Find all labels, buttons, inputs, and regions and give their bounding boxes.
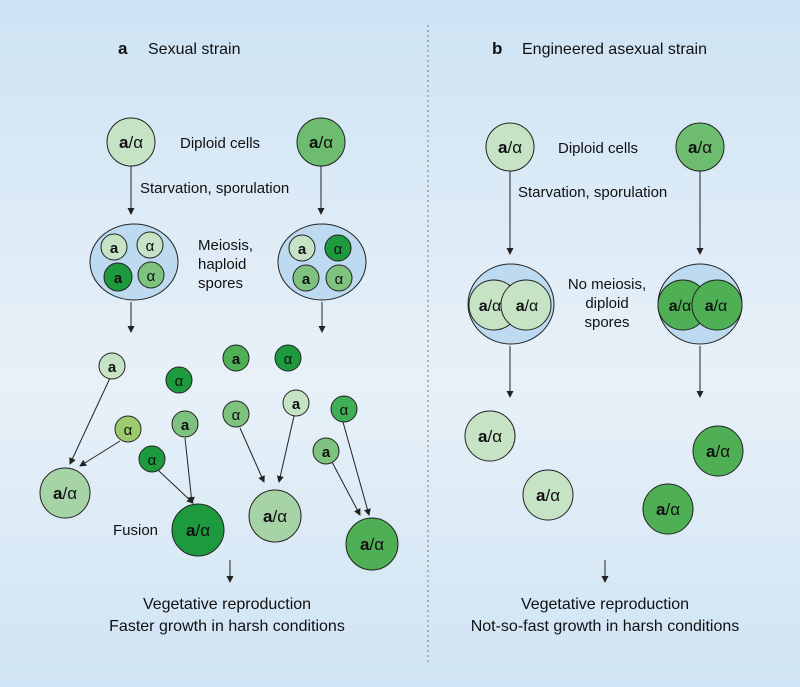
panel-a: a Sexual strain a/α a/α Diploid cells St… <box>39 39 399 635</box>
svg-text:a/α: a/α <box>498 138 522 157</box>
svg-text:a: a <box>322 444 331 461</box>
svg-text:a/α: a/α <box>516 298 539 315</box>
starvation-label-b: Starvation, sporulation <box>518 184 667 201</box>
svg-text:a: a <box>302 271 311 288</box>
svg-text:α: α <box>232 407 241 424</box>
svg-text:a/α: a/α <box>479 298 502 315</box>
diploid-spores-b: a/α a/α a/α a/α <box>464 410 744 535</box>
svg-text:a: a <box>232 351 241 368</box>
svg-text:α: α <box>335 271 344 288</box>
starvation-label-a: Starvation, sporulation <box>140 180 289 197</box>
svg-text:a: a <box>298 241 307 258</box>
svg-text:a: a <box>292 396 301 413</box>
svg-text:a/α: a/α <box>669 298 692 315</box>
svg-text:a/α: a/α <box>186 521 210 540</box>
panel-b-letter: b <box>492 39 502 58</box>
svg-text:a/α: a/α <box>263 507 287 526</box>
panel-a-letter: a <box>118 39 128 58</box>
svg-text:a/α: a/α <box>53 484 77 503</box>
svg-text:α: α <box>148 452 157 469</box>
svg-text:α: α <box>124 422 133 439</box>
svg-text:a: a <box>110 240 119 257</box>
haploid-spores: a α α a α a α α a α a <box>98 344 358 473</box>
svg-text:α: α <box>284 351 293 368</box>
panel-b-title: Engineered asexual strain <box>522 41 707 58</box>
svg-text:α: α <box>334 241 343 258</box>
svg-text:a/α: a/α <box>705 298 728 315</box>
fusion-label: Fusion <box>113 522 158 539</box>
result-b-line-2: Not-so-fast growth in harsh conditions <box>471 618 740 635</box>
ascus-left-a: a α a α <box>89 223 179 301</box>
fusion-arrows <box>69 377 371 516</box>
svg-text:α: α <box>340 402 349 419</box>
diploid-cell-pale-a: a/α <box>106 117 156 167</box>
diploid-cell-pale-b: a/α <box>485 122 535 172</box>
svg-text:α: α <box>147 268 156 285</box>
svg-text:α: α <box>175 373 184 390</box>
fused-diploid-cells-a: a/α a/α a/α a/α <box>39 467 399 571</box>
svg-text:a: a <box>181 417 190 434</box>
svg-text:α: α <box>146 238 155 255</box>
svg-text:a/α: a/α <box>309 133 333 152</box>
meiosis-label-line-3: spores <box>198 275 243 292</box>
panel-a-title: Sexual strain <box>148 41 241 58</box>
panel-b: b Engineered asexual strain a/α a/α Dipl… <box>464 39 744 635</box>
no-meiosis-line-2: diploid <box>585 295 628 312</box>
meiosis-label-line-2: haploid <box>198 256 246 273</box>
result-a-line-1: Vegetative reproduction <box>143 596 311 613</box>
meiosis-label-line-1: Meiosis, <box>198 237 253 254</box>
svg-text:a/α: a/α <box>478 427 502 446</box>
ascus-left-b: a/α a/α <box>467 263 555 345</box>
ascus-right-b: a/α a/α <box>657 263 743 345</box>
svg-text:a/α: a/α <box>656 500 680 519</box>
svg-text:a: a <box>114 270 123 287</box>
ascus-right-a: a α a α <box>277 223 367 301</box>
svg-text:a/α: a/α <box>706 442 730 461</box>
svg-text:a/α: a/α <box>536 486 560 505</box>
no-meiosis-line-3: spores <box>584 314 629 331</box>
result-b-line-1: Vegetative reproduction <box>521 596 689 613</box>
svg-text:a/α: a/α <box>119 133 143 152</box>
result-a-line-2: Faster growth in harsh conditions <box>109 618 345 635</box>
diploid-label-a: Diploid cells <box>180 135 260 152</box>
diploid-cell-dark-b: a/α <box>675 122 725 172</box>
diploid-label-b: Diploid cells <box>558 140 638 157</box>
svg-text:a: a <box>108 359 117 376</box>
diploid-cell-dark-a: a/α <box>296 117 346 167</box>
no-meiosis-line-1: No meiosis, <box>568 276 646 293</box>
svg-text:a/α: a/α <box>688 138 712 157</box>
svg-text:a/α: a/α <box>360 535 384 554</box>
